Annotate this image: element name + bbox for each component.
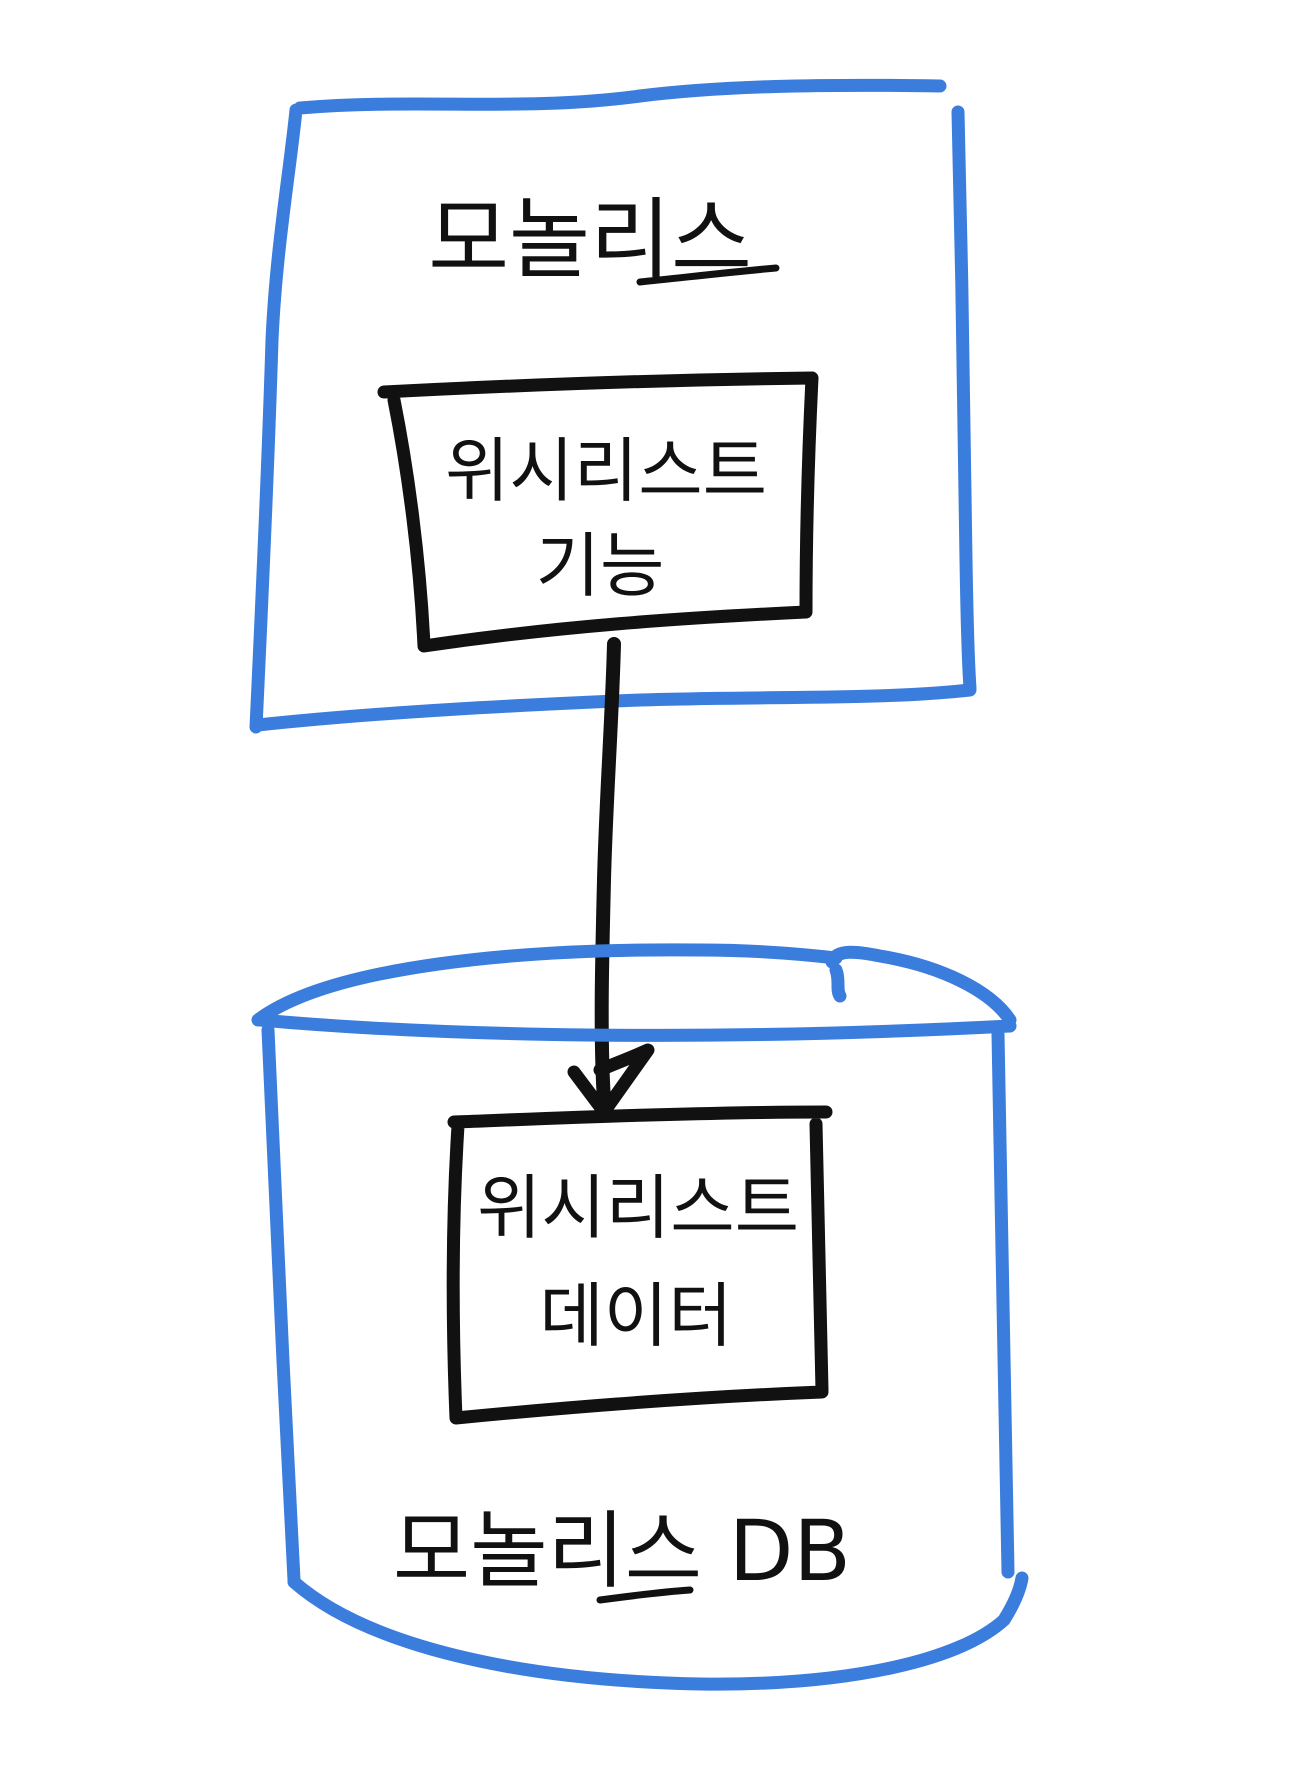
wishlist-feature-border — [377, 371, 819, 653]
db-body — [261, 1023, 1029, 1691]
wishlist-feature-box: 위시리스트 기능 — [377, 371, 819, 653]
monolith-container: 모놀리스 — [249, 78, 977, 734]
wishlist-feature-line2: 기능 — [536, 525, 665, 607]
arrow-head — [567, 1043, 655, 1119]
monolith-db-label-underline — [596, 1586, 694, 1604]
monolith-title-underline — [636, 264, 780, 286]
monolith-db-label: 모놀리스 DB — [393, 1502, 851, 1600]
wishlist-data-box: 위시리스트 데이터 — [446, 1105, 833, 1425]
monolith-border — [249, 78, 977, 734]
wishlist-data-border — [446, 1105, 833, 1425]
monolith-db-cylinder: 모놀리스 DB — [251, 943, 1029, 1691]
wishlist-feature-line1: 위시리스트 — [445, 430, 767, 512]
wishlist-data-line2: 데이터 — [539, 1275, 732, 1357]
wishlist-data-line1: 위시리스트 — [477, 1167, 799, 1249]
db-top-ellipse — [251, 943, 1017, 1042]
